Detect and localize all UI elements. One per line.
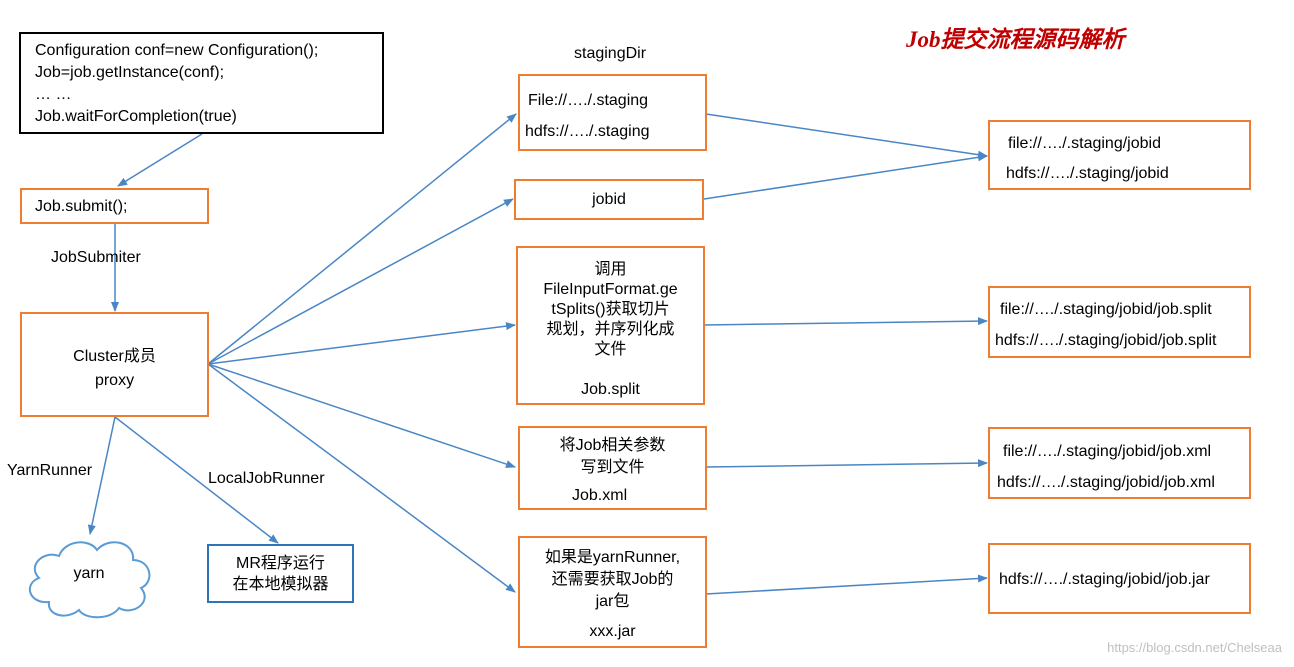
yarn-label: yarn (73, 565, 105, 582)
cluster-line-2: proxy (94, 372, 135, 389)
xml-file: Job.xml (572, 487, 628, 504)
code-line: Configuration conf=new Configuration(); (35, 42, 319, 59)
result-split-box: file://…./.staging/jobid/job.split hdfs:… (988, 286, 1251, 358)
split-line: 文件 (594, 341, 627, 358)
xml-line: 写到文件 (580, 459, 645, 476)
split-line: 调用 (594, 261, 627, 278)
arrow-cluster-to-jobid (207, 198, 514, 365)
staging-box: File://…./.staging hdfs://…./.staging (518, 74, 707, 151)
result-jobid-box: file://…./.staging/jobid hdfs://…./.stag… (988, 120, 1251, 190)
arrow-xml-to-result (705, 459, 988, 468)
arrow-cluster-to-yarn (87, 416, 116, 535)
arrow-cluster-to-jar (207, 363, 516, 593)
cluster-line-1: Cluster成员 (73, 348, 156, 365)
result-jar-line: hdfs://…./.staging/jobid/job.jar (999, 571, 1210, 588)
arrow-jar-to-result (705, 574, 988, 595)
yarn-cloud (28, 541, 151, 619)
local-job-runner-label: LocalJobRunner (208, 470, 325, 487)
staging-line-2: hdfs://…./.staging (525, 123, 650, 140)
diagram-title: Job提交流程源码解析 (906, 27, 1125, 52)
submit-box: Job.submit(); (20, 188, 209, 224)
split-box: 调用 FileInputFormat.ge tSplits()获取切片 规划，并… (516, 246, 705, 405)
arrow-cluster-to-local (114, 416, 279, 544)
staging-line-1: File://…./.staging (528, 92, 649, 109)
result-jobid-line-1: file://…./.staging/jobid (1008, 135, 1161, 152)
arrow-cluster-to-staging (207, 113, 517, 365)
jobid-box: jobid (514, 179, 704, 220)
jar-box: 如果是yarnRunner, 还需要获取Job的 jar包 xxx.jar (518, 536, 707, 648)
local-runner-box: MR程序运行 在本地模拟器 (207, 544, 354, 603)
result-split-line-2: hdfs://…./.staging/jobid/job.split (995, 332, 1217, 349)
arrow-code-to-submit (117, 133, 203, 187)
arrow-jobid-to-result (703, 153, 988, 200)
job-submiter-label: JobSubmiter (51, 249, 141, 266)
result-jobid-line-2: hdfs://…./.staging/jobid (1006, 165, 1169, 182)
arrow-staging-to-result (705, 113, 988, 159)
yarn-runner-label: YarnRunner (7, 462, 93, 479)
cluster-box: Cluster成员 proxy (20, 312, 209, 417)
jar-line: jar包 (595, 593, 630, 610)
jar-line: 如果是yarnRunner, (544, 549, 681, 566)
code-line: … … (35, 86, 72, 103)
arrow-cluster-to-xml (207, 363, 516, 468)
result-xml-box: file://…./.staging/jobid/job.xml hdfs://… (988, 427, 1251, 499)
submit-label: Job.submit(); (35, 198, 128, 215)
split-line: 规划，并序列化成 (546, 321, 675, 338)
xml-line: 将Job相关参数 (559, 437, 666, 454)
split-line: tSplits()获取切片 (551, 301, 670, 318)
local-line-2: 在本地模拟器 (232, 576, 329, 593)
arrow-cluster-to-split (207, 322, 516, 365)
jar-file: xxx.jar (589, 623, 636, 640)
local-line-1: MR程序运行 (236, 555, 325, 572)
jar-line: 还需要获取Job的 (551, 571, 674, 588)
jobid-label: jobid (592, 191, 626, 208)
split-file: Job.split (581, 381, 640, 398)
code-line: Job=job.getInstance(conf); (35, 64, 225, 81)
staging-dir-label: stagingDir (574, 45, 647, 62)
result-jar-box: hdfs://…./.staging/jobid/job.jar (988, 543, 1251, 614)
xml-box: 将Job相关参数 写到文件 Job.xml (518, 426, 707, 510)
split-line: FileInputFormat.ge (543, 281, 678, 298)
result-xml-line-1: file://…./.staging/jobid/job.xml (1003, 443, 1212, 460)
watermark: https://blog.csdn.net/Chelseaa (1107, 640, 1282, 655)
arrow-split-to-result (703, 317, 988, 326)
result-xml-line-2: hdfs://…./.staging/jobid/job.xml (997, 474, 1215, 491)
result-split-line-1: file://…./.staging/jobid/job.split (1000, 301, 1212, 318)
code-box: Configuration conf=new Configuration(); … (19, 32, 384, 134)
code-line: Job.waitForCompletion(true) (35, 108, 237, 125)
